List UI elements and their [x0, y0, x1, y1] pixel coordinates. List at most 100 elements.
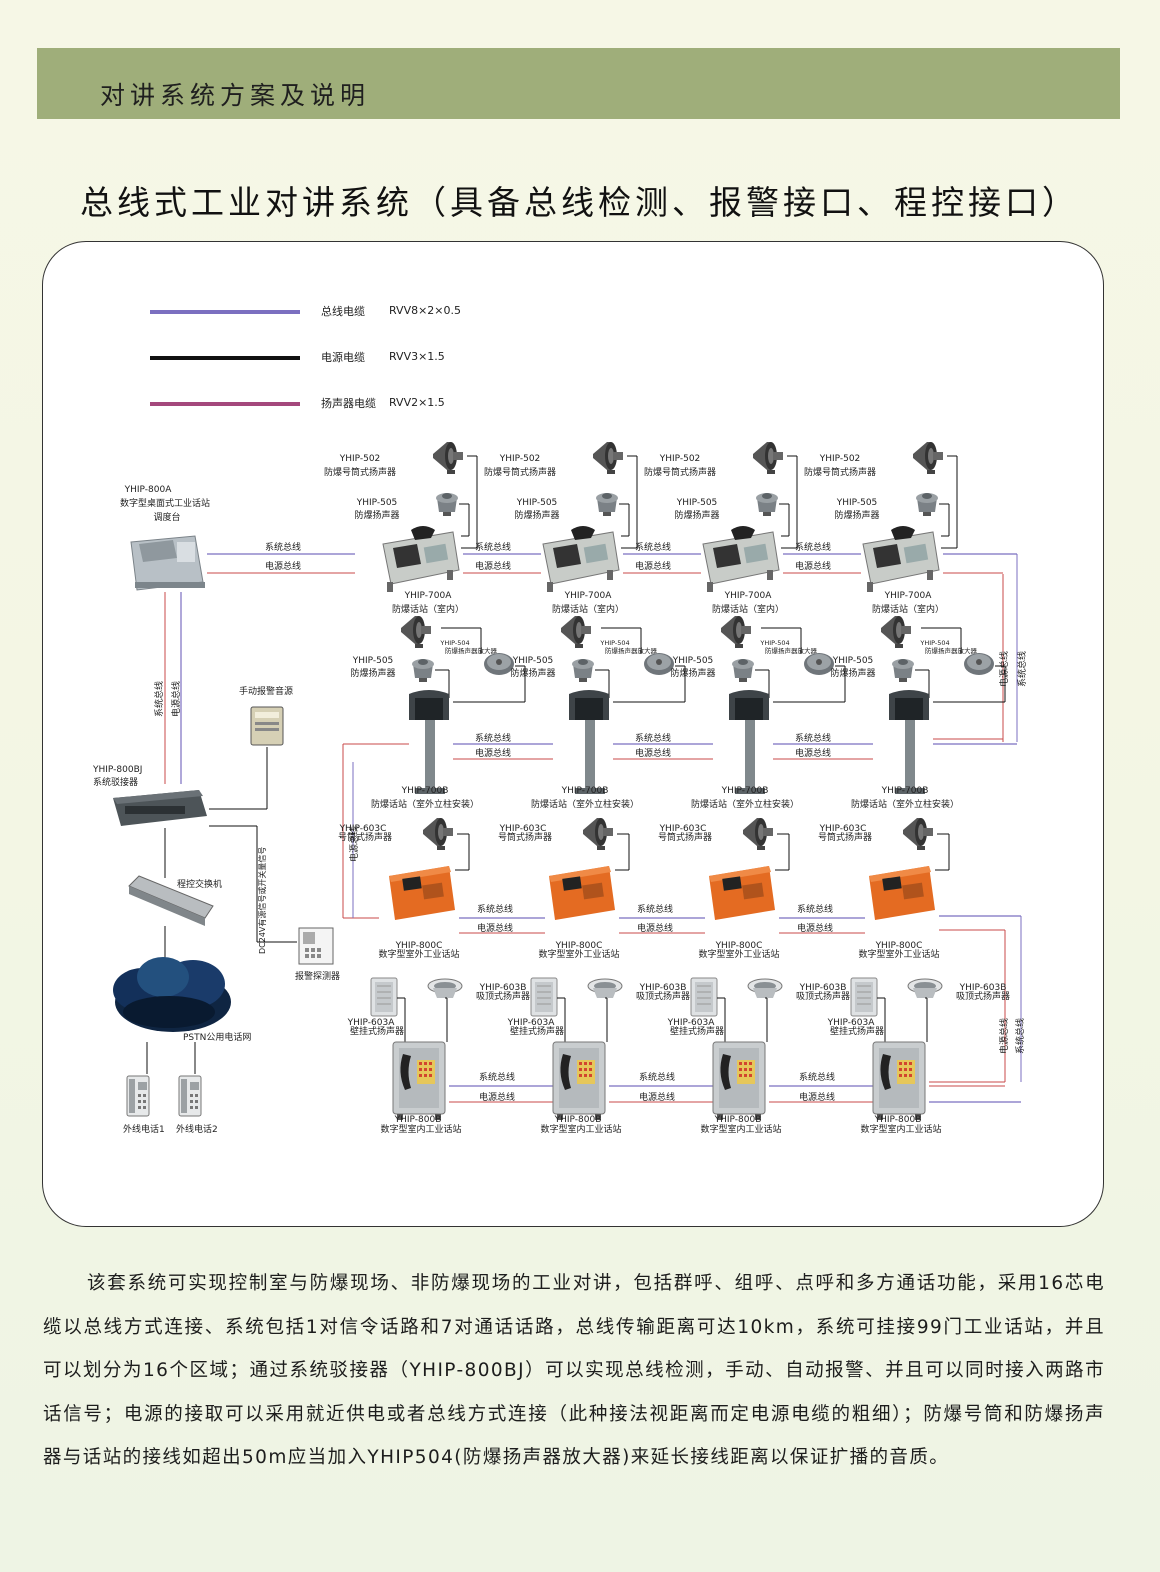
- speaker-603a-icon: [530, 977, 558, 1017]
- speaker-603b-icon: [427, 978, 463, 999]
- bus-label-power: 电源总线: [635, 747, 671, 759]
- amp-504-model: YHIP-504: [919, 639, 949, 647]
- speaker-603a-name: 壁挂式扬声器: [350, 1025, 404, 1037]
- speaker-603a-name: 壁挂式扬声器: [830, 1025, 884, 1037]
- station-800b-icon: [552, 1041, 606, 1121]
- bus-label-system: 系统总线: [265, 541, 301, 553]
- speaker-505-icon: [572, 659, 594, 682]
- speaker-505-model: YHIP-505: [356, 498, 398, 508]
- station-800c-model: YHIP-800C: [875, 941, 923, 951]
- speaker-505-name: 防爆扬声器: [670, 667, 715, 679]
- station-800b-icon: [872, 1041, 926, 1121]
- horn-603c-model: YHIP-603C: [659, 824, 707, 834]
- bus-label-power: 电源总线: [637, 922, 673, 934]
- speaker-603b-name: 吸顶式扬声器: [956, 990, 1010, 1002]
- alarm-detector-icon: [298, 927, 334, 965]
- horn-502-model: YHIP-502: [659, 454, 701, 464]
- amp-504-model: YHIP-504: [759, 639, 789, 647]
- horn-603c-name: 号筒式扬声器: [658, 831, 712, 843]
- station-800c-model: YHIP-800C: [555, 941, 603, 951]
- alarm-detector-label: 报警探测器: [295, 970, 340, 982]
- bus-label-system: 系统总线: [475, 541, 511, 553]
- external-phone-1-icon: [126, 1075, 150, 1117]
- bus-label-system: 系统总线: [1014, 1018, 1026, 1054]
- bus-label-power: 电源总线: [795, 560, 831, 572]
- station-700a-model: YHIP-700A: [884, 591, 933, 601]
- pbx-icon: [128, 875, 214, 926]
- station-700a-icon: [862, 525, 940, 593]
- station-800c-icon: [869, 866, 935, 920]
- speaker-603a-name: 壁挂式扬声器: [670, 1025, 724, 1037]
- speaker-505-name: 防爆扬声器: [510, 667, 555, 679]
- station-800c-name: 数字型室外工业话站: [538, 948, 619, 960]
- station-800b-icon: [392, 1041, 446, 1121]
- horn-603c-name: 号筒式扬声器: [338, 831, 392, 843]
- bus-label-power: 电源总线: [795, 747, 831, 759]
- horn-502-icon: [753, 442, 783, 474]
- speaker-603a-icon: [690, 977, 718, 1017]
- external-phone-2-icon: [178, 1075, 202, 1117]
- station-700a-name: 防爆话站（室内）: [392, 603, 464, 615]
- station-800c-model: YHIP-800C: [395, 941, 443, 951]
- external-phone-2-label: 外线电话2: [176, 1123, 218, 1135]
- console-name-2: 调度台: [153, 511, 180, 523]
- legend-label-speaker: 扬声器电缆: [321, 396, 376, 410]
- speaker-603b-model: YHIP-603B: [639, 983, 687, 993]
- bridge-name: 系统驳接器: [93, 776, 138, 788]
- speaker-505-icon: [436, 493, 458, 516]
- station-700a-icon: [382, 525, 460, 593]
- speaker-505-icon: [596, 493, 618, 516]
- station-700b-model: YHIP-700B: [881, 786, 929, 796]
- speaker-603b-name: 吸顶式扬声器: [796, 990, 850, 1002]
- bus-label-system: 系统总线: [635, 732, 671, 744]
- station-700a-icon: [702, 525, 780, 593]
- amp-504-name: 防爆扬声器放大器: [925, 646, 978, 655]
- station-700b-icon: [569, 690, 609, 794]
- station-800b-name: 数字型室内工业话站: [540, 1123, 621, 1135]
- speaker-505-model: YHIP-505: [832, 656, 874, 666]
- amp-504-name: 防爆扬声器放大器: [445, 646, 498, 655]
- horn-603c-name: 号筒式扬声器: [818, 831, 872, 843]
- console-name: 数字型桌面式工业话站: [120, 497, 210, 509]
- speaker-603a-model: YHIP-603A: [347, 1018, 396, 1028]
- station-700b-model: YHIP-700B: [561, 786, 609, 796]
- system-diagram: 总线电缆 RVV8×2×0.5 电源电缆 RVV3×1.5 扬声器电缆 RVV2…: [42, 241, 1104, 1227]
- speaker-505-name: 防爆扬声器: [514, 509, 559, 521]
- bus-label-system: 系统总线: [795, 732, 831, 744]
- amp-504-icon: [964, 653, 994, 675]
- pstn-cloud-icon: [113, 957, 231, 1032]
- bus-label-system: 系统总线: [479, 1071, 515, 1083]
- bus-label-power: 电源总线: [998, 651, 1010, 687]
- station-700a-model: YHIP-700A: [404, 591, 453, 601]
- station-700b-model: YHIP-700B: [721, 786, 769, 796]
- bus-label-system: 系统总线: [477, 903, 513, 915]
- speaker-603a-model: YHIP-603A: [667, 1018, 716, 1028]
- station-800c-icon: [709, 866, 775, 920]
- horn-603c-model: YHIP-603C: [499, 824, 547, 834]
- pbx-label: 程控交换机: [177, 878, 222, 890]
- station-800c-icon: [549, 866, 615, 920]
- pstn-label: PSTN公用电话网: [183, 1031, 251, 1043]
- bus-label-system: 系统总线: [795, 541, 831, 553]
- speaker-505-icon: [756, 493, 778, 516]
- station-800b-name: 数字型室内工业话站: [860, 1123, 941, 1135]
- speaker-505-model: YHIP-505: [836, 498, 878, 508]
- speaker-505-icon: [732, 659, 754, 682]
- alarm-source-label: 手动报警音源: [239, 685, 293, 697]
- horn-502-model: YHIP-502: [819, 454, 861, 464]
- station-800b-name: 数字型室内工业话站: [380, 1123, 461, 1135]
- station-800c-name: 数字型室外工业话站: [858, 948, 939, 960]
- bus-label-system: 系统总线: [639, 1071, 675, 1083]
- bus-label-system: 系统总线: [797, 903, 833, 915]
- legend-label-power: 电源电缆: [321, 350, 365, 364]
- speaker-603b-model: YHIP-603B: [799, 983, 847, 993]
- description-text: 该套系统可实现控制室与防爆现场、非防爆现场的工业对讲，包括群呼、组呼、点呼和多方…: [43, 1273, 1105, 1468]
- speaker-603b-icon: [587, 978, 623, 999]
- speaker-603b-model: YHIP-603B: [959, 983, 1007, 993]
- horn-603c-icon: [583, 818, 613, 850]
- speaker-505-icon: [892, 659, 914, 682]
- speaker-505-model: YHIP-505: [352, 656, 394, 666]
- horn-603c-icon: [743, 818, 773, 850]
- page-title: 总线式工业对讲系统（具备总线检测、报警接口、程控接口）: [80, 183, 1079, 222]
- bus-label-power: 电源总线: [998, 1018, 1010, 1054]
